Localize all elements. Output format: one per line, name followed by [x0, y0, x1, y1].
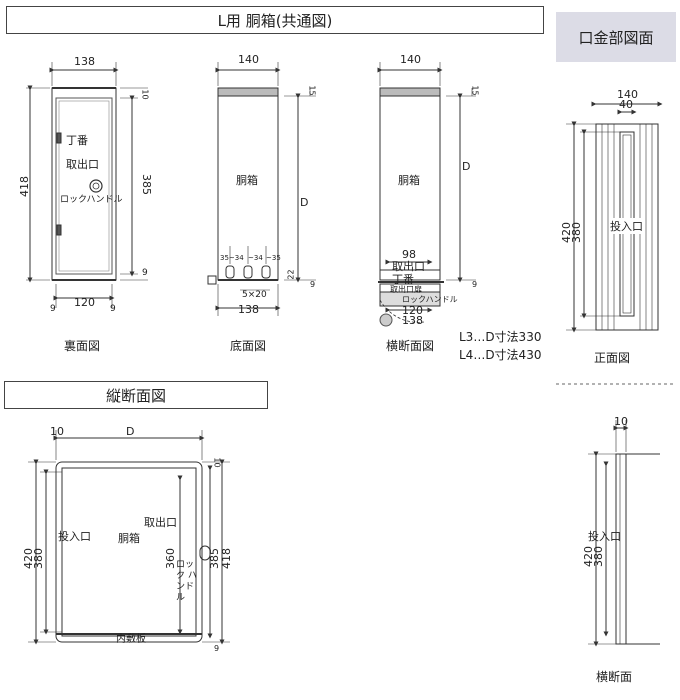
back-hinge: 丁番: [66, 134, 88, 147]
bottom-holes: 5×20: [242, 290, 267, 300]
vert-d9: 9: [214, 644, 220, 653]
cross-depth: D: [462, 160, 471, 173]
mouth-title: 口金部図面: [578, 28, 654, 47]
cross-outlet-door: 取出口扉: [390, 285, 422, 294]
main-title: L用 胴箱(共通図): [217, 11, 333, 30]
mouth-w40: 40: [619, 98, 633, 111]
cross-lock: ロックハンドル: [402, 295, 458, 304]
bottom-h1: 35~34: [220, 254, 244, 262]
side-caption: 横断面: [596, 670, 633, 684]
mouth-w140: 140: [617, 88, 638, 101]
cross-d98: 98: [402, 248, 416, 261]
vert-h418: 418: [220, 548, 233, 569]
vertical-title: 縦断面図: [105, 386, 166, 405]
vert-outlet: 取出口: [144, 516, 177, 529]
back-lock: ロックハンドル: [60, 195, 123, 205]
back-inner-height: 385: [140, 174, 153, 195]
back-caption: 裏面図: [64, 339, 101, 353]
cross-view-drawing: [377, 62, 476, 327]
bottom-h2: ~34: [248, 254, 263, 262]
cross-hinge: 丁番: [392, 273, 414, 286]
vert-depth: D: [126, 425, 135, 438]
vertical-section-drawing: [28, 430, 230, 645]
cross-width: 140: [400, 53, 421, 66]
vert-inner: 内敷板: [116, 634, 146, 645]
back-view-drawing: [26, 62, 148, 308]
bottom-width: 140: [238, 53, 259, 66]
back-width: 138: [74, 55, 95, 68]
cross-body: 胴箱: [398, 174, 420, 187]
bottom-footer-width: 138: [238, 303, 259, 316]
cross-caption: 横断面図: [386, 339, 435, 353]
back-outlet: 取出口: [66, 158, 99, 171]
mouth-title-box: 口金部図面: [556, 12, 676, 62]
side-slot: 投入口: [588, 530, 621, 543]
main-title-box: L用 胴箱(共通図): [6, 6, 544, 34]
side-section-drawing: [588, 420, 660, 647]
cross-bottom-dim: 9: [472, 280, 478, 289]
vert-body: 胴箱: [118, 532, 140, 545]
back-top-dim: 10: [140, 89, 150, 100]
vert-slot: 投入口: [58, 530, 91, 543]
cross-outlet: 取出口: [392, 260, 425, 273]
vert-d10: 10: [50, 425, 64, 438]
bottom-body: 胴箱: [236, 174, 258, 187]
cross-top-dim: 15: [470, 85, 480, 96]
bottom-h3: ~35: [266, 254, 281, 262]
note-l3: L3…D寸法330: [459, 330, 542, 344]
back-left-side: 9: [50, 304, 56, 314]
cross-d138: 138: [402, 314, 423, 327]
back-height: 418: [18, 176, 31, 197]
mouth-h380: 380: [570, 222, 583, 243]
bottom-top-dim: 15: [307, 85, 317, 96]
bottom-caption: 底面図: [230, 339, 267, 353]
back-bottom-dim: 9: [142, 268, 148, 278]
back-inner-width: 120: [74, 296, 95, 309]
mouth-front-drawing: [566, 101, 663, 333]
vert-h380: 380: [32, 548, 45, 569]
vertical-title-box: 縦断面図: [4, 381, 268, 409]
bottom-small: 22: [286, 269, 296, 280]
bottom-depth: D: [300, 196, 309, 209]
back-right-side: 9: [110, 304, 116, 314]
side-h380: 380: [592, 546, 605, 567]
side-d10: 10: [614, 415, 628, 428]
mouth-slot: 投入口: [610, 218, 643, 234]
vert-d10b: 10: [212, 457, 222, 468]
bottom-bottom-dim: 9: [310, 280, 316, 289]
vert-lock: ロック ハンドル: [176, 560, 197, 603]
note-l4: L4…D寸法430: [459, 348, 542, 362]
cross-d120: 120: [402, 304, 423, 317]
front-caption: 正面図: [594, 351, 631, 365]
bottom-view-drawing: [207, 62, 316, 316]
